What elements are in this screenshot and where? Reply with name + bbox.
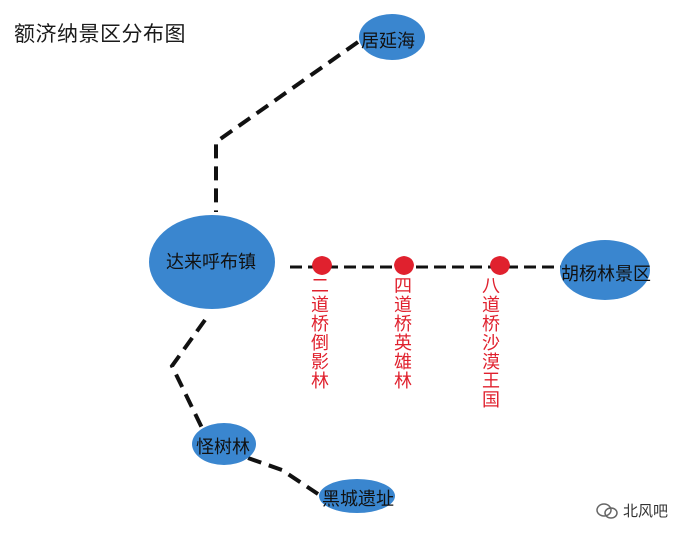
- node-guaishulin[interactable]: [192, 423, 256, 465]
- watermark: 北风吧: [596, 500, 668, 521]
- chat-bubble-icon: [596, 502, 618, 519]
- node-heicheng[interactable]: [319, 479, 395, 513]
- label-huyanglin: 胡杨林景区: [561, 264, 651, 285]
- node-juyanhai[interactable]: [359, 14, 425, 60]
- watermark-text: 北风吧: [622, 502, 668, 520]
- stop-label-erdaoqiao: 二道桥倒影林: [308, 276, 329, 390]
- route-dalaihubu-guaishulin: [169, 318, 207, 429]
- stop-marker-badaoqiao[interactable]: [490, 256, 510, 275]
- label-juyanhai: 居延海: [361, 31, 415, 52]
- node-huyanglin[interactable]: [560, 240, 650, 300]
- label-dalaihubu: 达来呼布镇: [166, 252, 256, 273]
- map-title: 额济纳景区分布图: [14, 22, 186, 46]
- route-dalaihubu-juyanhai: [214, 40, 360, 212]
- stop-marker-erdaoqiao[interactable]: [312, 256, 332, 275]
- label-guaishulin: 怪树林: [196, 437, 250, 458]
- label-heicheng: 黑城遗址: [322, 489, 394, 510]
- node-dalaihubu[interactable]: [149, 215, 275, 309]
- stop-marker-sidaoqiao[interactable]: [394, 256, 414, 275]
- stop-label-sidaoqiao: 四道桥英雄林: [391, 276, 412, 390]
- route-guaishulin-heicheng: [247, 456, 320, 496]
- stop-label-badaoqiao: 八道桥沙漠王国: [479, 276, 500, 409]
